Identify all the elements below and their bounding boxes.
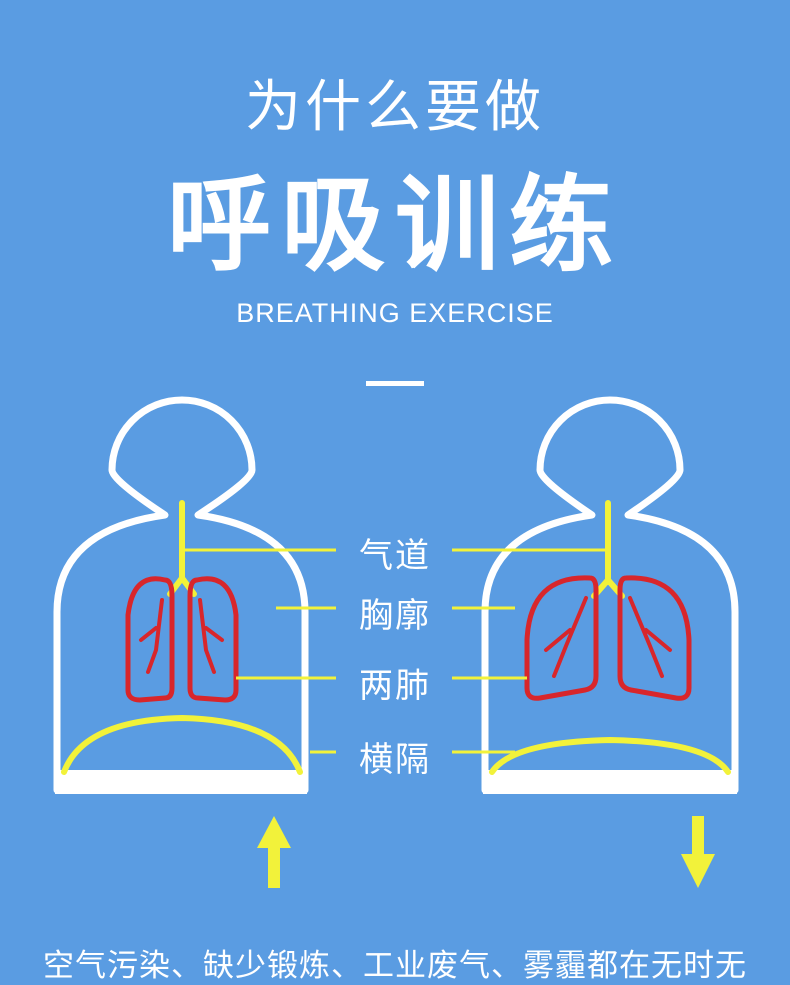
right-lung-right bbox=[617, 575, 692, 701]
footer-text: 空气污染、缺少锻炼、工业废气、雾霾都在无时无 bbox=[43, 948, 747, 984]
left-lung-right-vessel bbox=[198, 598, 224, 674]
label-lungs: 两肺 bbox=[359, 666, 431, 706]
page-title: 呼吸训练 bbox=[166, 164, 623, 286]
english-title: BREATHING EXERCISE bbox=[236, 298, 554, 328]
right-lung-left bbox=[524, 575, 599, 701]
right-arrow-down-icon bbox=[681, 816, 715, 888]
right-lung-left-vessel bbox=[544, 596, 588, 678]
left-torso-figure bbox=[53, 396, 309, 888]
right-body-outline bbox=[481, 396, 739, 794]
right-base bbox=[483, 770, 737, 794]
left-arrow-up-icon bbox=[257, 816, 291, 888]
left-base bbox=[55, 770, 307, 794]
left-diaphragm bbox=[61, 714, 303, 775]
left-lung-left bbox=[125, 576, 175, 703]
page-subtitle: 为什么要做 bbox=[245, 75, 545, 140]
label-airway: 气道 bbox=[359, 536, 431, 576]
label-diaphragm: 横隔 bbox=[359, 740, 431, 780]
right-torso-figure bbox=[481, 396, 739, 888]
left-body-outline bbox=[53, 396, 309, 794]
left-lung-right bbox=[187, 576, 239, 703]
right-lung-right-vessel bbox=[628, 596, 672, 678]
left-lung-left-vessel bbox=[139, 598, 164, 674]
label-connectors bbox=[184, 548, 608, 754]
label-ribcage: 胸廓 bbox=[359, 596, 431, 636]
title-divider bbox=[366, 381, 424, 386]
right-diaphragm bbox=[489, 736, 731, 775]
